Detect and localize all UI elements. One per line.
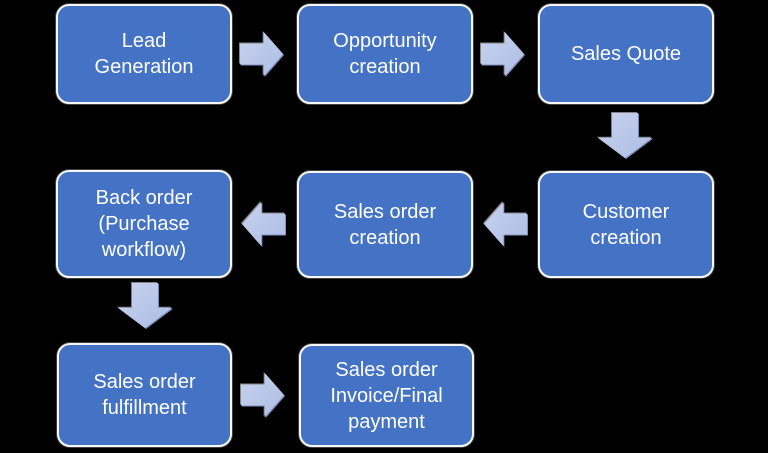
arrow-lead-generation-to-opportunity-creation-icon bbox=[240, 32, 283, 76]
arrow-shape bbox=[240, 32, 283, 76]
arrow-shape bbox=[242, 202, 285, 246]
arrow-sales-order-creation-to-back-order-icon bbox=[242, 202, 285, 246]
arrow-shape bbox=[484, 202, 527, 246]
node-label: Sales Quote bbox=[570, 43, 682, 65]
arrow-shape bbox=[481, 32, 524, 76]
node-sales-order-invoice: Sales order Invoice/Final payment bbox=[299, 344, 474, 447]
node-opportunity-creation: Opportunity creation bbox=[297, 4, 473, 104]
arrow-shape bbox=[598, 113, 652, 158]
arrow-shape bbox=[241, 373, 284, 417]
node-label: Lead Generation bbox=[94, 30, 194, 78]
node-label: Sales order Invoice/Final payment bbox=[330, 358, 443, 433]
arrow-sales-order-fulfillment-to-invoice-icon bbox=[241, 373, 284, 417]
node-customer-creation: Customer creation bbox=[538, 171, 714, 278]
node-sales-order-fulfillment: Sales order fulfillment bbox=[57, 343, 232, 447]
node-label: Sales order fulfillment bbox=[93, 371, 196, 419]
node-lead-generation: Lead Generation bbox=[56, 4, 232, 104]
node-label: Back order (Purchase workflow) bbox=[95, 187, 193, 261]
arrow-customer-creation-to-sales-order-creation-icon bbox=[484, 202, 527, 246]
node-label: Customer creation bbox=[582, 200, 670, 249]
node-back-order: Back order (Purchase workflow) bbox=[56, 170, 232, 278]
arrow-opportunity-creation-to-sales-quote-icon bbox=[481, 32, 524, 76]
node-label: Opportunity creation bbox=[333, 30, 437, 78]
node-sales-order-creation: Sales order creation bbox=[297, 171, 473, 278]
node-sales-quote: Sales Quote bbox=[538, 4, 714, 104]
arrow-back-order-to-sales-order-fulfillment-icon bbox=[118, 283, 172, 328]
node-label: Sales order creation bbox=[333, 200, 437, 249]
arrow-sales-quote-to-customer-creation-icon bbox=[598, 113, 652, 158]
arrow-shape bbox=[118, 283, 172, 328]
